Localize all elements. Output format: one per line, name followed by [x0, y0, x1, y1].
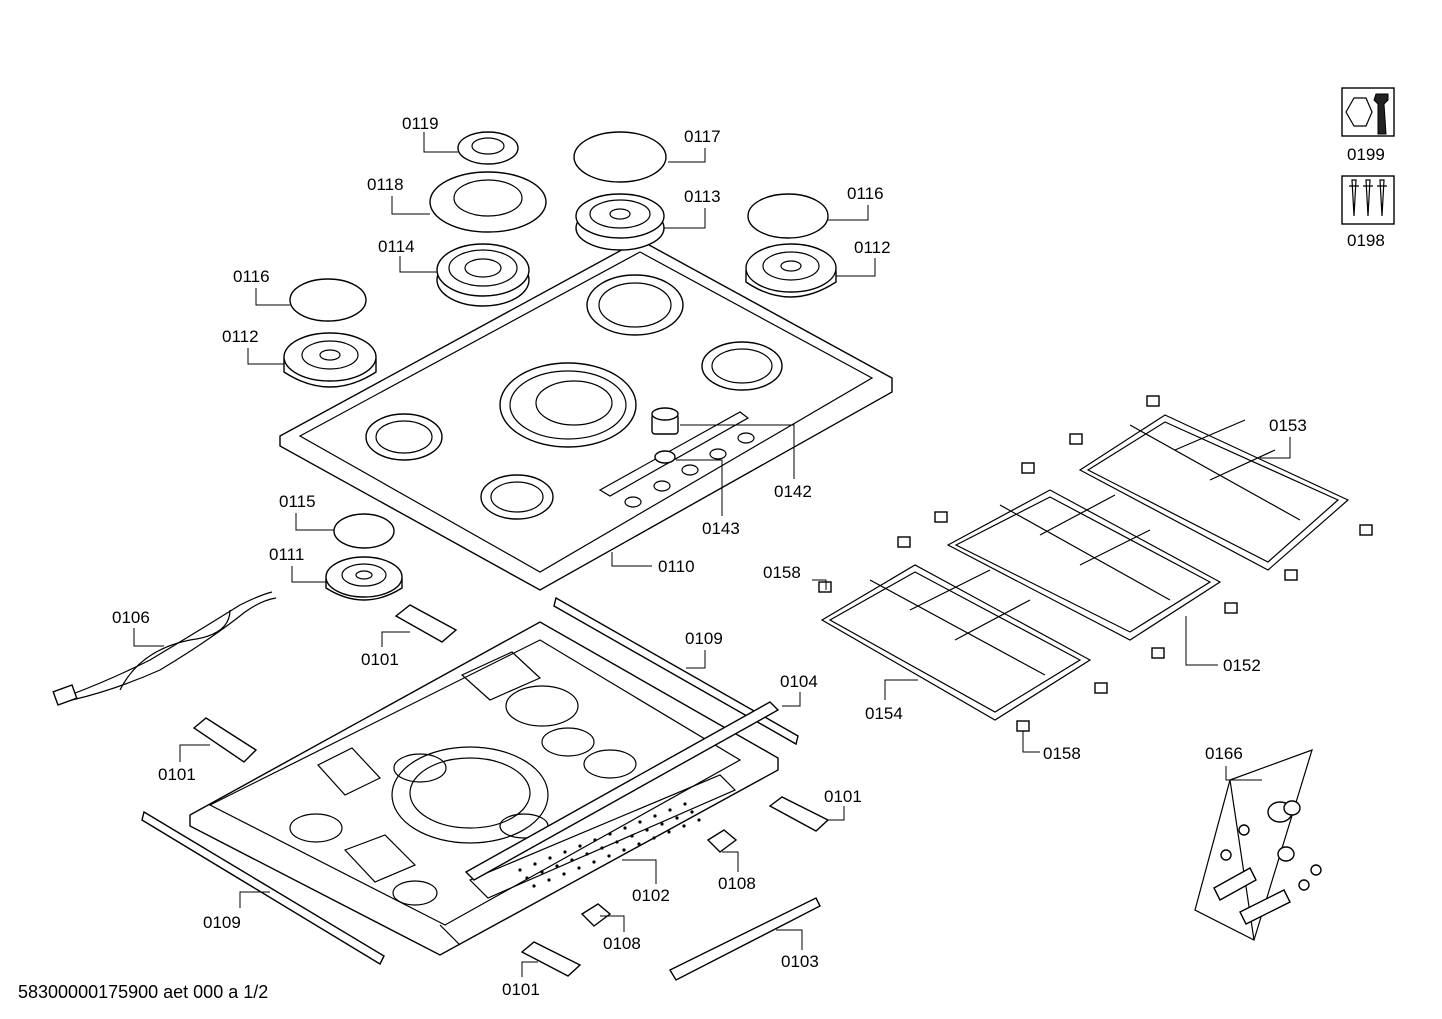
label-0112-left: 0112	[222, 327, 259, 346]
label-0101-bottom: 0101	[502, 980, 540, 999]
label-0101-right: 0101	[824, 787, 862, 806]
vent-holes	[518, 802, 701, 888]
screws-icon	[1341, 175, 1395, 225]
accessory-kit-0166	[1194, 749, 1322, 941]
label-0109-right: 0109	[685, 629, 723, 648]
hob-top-plate	[279, 239, 893, 591]
clips-0101	[192, 604, 830, 977]
part-labels: 0119 0117 0118 0113 0116 0114 0112 0116 …	[18, 114, 1385, 1002]
label-0153: 0153	[1269, 416, 1307, 435]
seal-strip-0109-left	[141, 810, 385, 965]
label-0108-right: 0108	[718, 874, 756, 893]
label-0118: 0118	[367, 175, 404, 194]
wrench-nut-icon	[1341, 87, 1395, 137]
label-0166: 0166	[1205, 744, 1243, 763]
label-0111: 0111	[269, 545, 304, 564]
base-tray	[189, 621, 779, 956]
label-0116-left: 0116	[233, 267, 270, 286]
label-0158-top: 0158	[763, 563, 801, 582]
pan-support-0153	[1078, 414, 1350, 571]
label-0106: 0106	[112, 608, 150, 627]
label-0109-left: 0109	[203, 913, 241, 932]
clips-0108	[580, 829, 738, 927]
label-0101-left: 0101	[158, 765, 196, 784]
burner-heads	[283, 193, 837, 601]
rubber-feet-0158	[818, 395, 1373, 732]
pan-support-0152	[946, 489, 1222, 641]
label-0115: 0115	[279, 492, 316, 511]
rail-0104	[464, 701, 780, 881]
label-0143: 0143	[702, 519, 740, 538]
leader-lines	[133, 132, 1291, 977]
label-0102: 0102	[632, 886, 670, 905]
label-0158-bottom: 0158	[1043, 744, 1081, 763]
label-0142: 0142	[774, 482, 812, 501]
label-0198: 0198	[1347, 231, 1385, 250]
label-0114: 0114	[378, 237, 415, 256]
label-0116-right: 0116	[847, 184, 884, 203]
label-0117: 0117	[684, 127, 721, 146]
strip-0103	[669, 897, 821, 981]
pan-support-0154	[820, 564, 1092, 721]
power-cable	[52, 591, 277, 706]
seal-strip-0109-right	[553, 596, 799, 746]
burner-caps	[289, 131, 829, 549]
label-0199: 0199	[1347, 145, 1385, 164]
document-footer: 58300000175900 aet 000 a 1/2	[18, 982, 268, 1002]
label-0112-right: 0112	[854, 238, 891, 257]
label-0113: 0113	[684, 187, 721, 206]
label-0152: 0152	[1223, 656, 1261, 675]
label-0108-bottom: 0108	[603, 934, 641, 953]
label-0101-top: 0101	[361, 650, 399, 669]
label-0103: 0103	[781, 952, 819, 971]
label-0104: 0104	[780, 672, 818, 691]
label-0154: 0154	[865, 704, 903, 723]
label-0119: 0119	[402, 114, 439, 133]
label-0110: 0110	[658, 557, 695, 576]
